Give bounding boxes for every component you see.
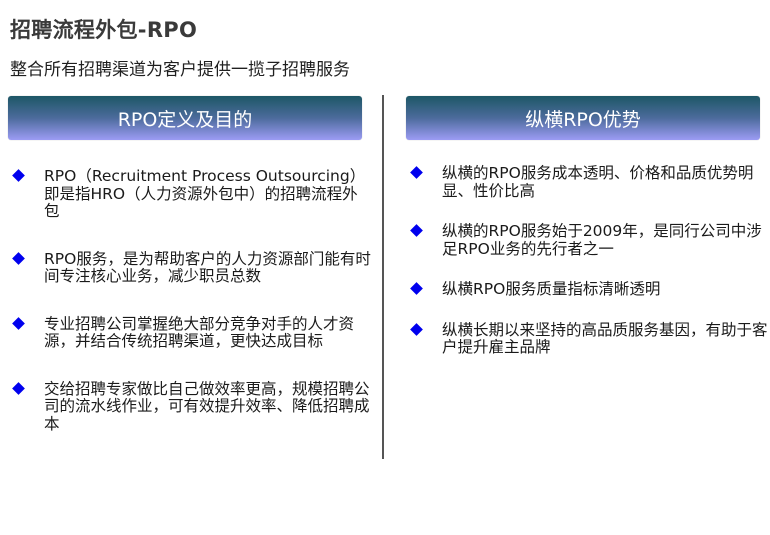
- list-item-text: RPO（Recruitment Process Outsourcing）即是指H…: [44, 167, 366, 220]
- list-item-text: 交给招聘专家做比自己做效率更高，规模招聘公司的流水线作业，可有效提升效率、降低招…: [44, 379, 370, 433]
- diamond-bullet-icon: [12, 316, 25, 330]
- list-item-text: 专业招聘公司掌握绝大部分竞争对手的人才资源，并结合传统招聘渠道，更快达成目标: [44, 314, 355, 350]
- diamond-bullet-icon: [410, 322, 423, 336]
- list-item: 纵横的RPO服务始于2009年，是同行公司中涉足RPO业务的先行者之一: [410, 222, 770, 258]
- section-header-label: 纵横RPO优势: [525, 108, 641, 131]
- list-item-text: 纵横长期以来坚持的高品质服务基因，有助于客户提升雇主品牌: [442, 320, 768, 356]
- diamond-bullet-icon: [12, 251, 25, 265]
- list-item: 专业招聘公司掌握绝大部分竞争对手的人才资源，并结合传统招聘渠道，更快达成目标: [12, 314, 372, 351]
- page-title: 招聘流程外包-RPO: [10, 18, 198, 42]
- section-header-rpo-definition: RPO定义及目的: [8, 96, 362, 140]
- list-item: 纵横长期以来坚持的高品质服务基因，有助于客户提升雇主品牌: [410, 320, 770, 357]
- list-item-text: RPO服务，是为帮助客户的人力资源部门能有时间专注核心业务，减少职员总数: [44, 249, 371, 285]
- list-item: RPO（Recruitment Process Outsourcing）即是指H…: [12, 167, 372, 221]
- diamond-bullet-icon: [410, 282, 423, 295]
- diamond-bullet-icon: [410, 224, 423, 237]
- section-header-label: RPO定义及目的: [117, 108, 253, 131]
- list-item-text: 纵横的RPO服务始于2009年，是同行公司中涉足RPO业务的先行者之一: [442, 222, 762, 258]
- list-item-text: 纵横RPO服务质量指标清晰透明: [442, 280, 661, 298]
- list-item: RPO服务，是为帮助客户的人力资源部门能有时间专注核心业务，减少职员总数: [12, 249, 372, 286]
- list-item: 纵横RPO服务质量指标清晰透明: [410, 280, 770, 299]
- diamond-bullet-icon: [12, 381, 25, 395]
- definition-list: RPO（Recruitment Process Outsourcing）即是指H…: [12, 167, 372, 463]
- list-item: 纵横的RPO服务成本透明、价格和品质优势明显、性价比高: [410, 164, 770, 200]
- advantages-list: 纵横的RPO服务成本透明、价格和品质优势明显、性价比高 纵横的RPO服务始于20…: [410, 164, 770, 380]
- list-item: 交给招聘专家做比自己做效率更高，规模招聘公司的流水线作业，可有效提升效率、降低招…: [12, 379, 372, 434]
- diamond-bullet-icon: [12, 169, 25, 182]
- diamond-bullet-icon: [410, 166, 423, 179]
- list-item-text: 纵横的RPO服务成本透明、价格和品质优势明显、性价比高: [442, 164, 754, 200]
- page-subtitle: 整合所有招聘渠道为客户提供一揽子招聘服务: [10, 60, 350, 80]
- section-header-advantages: 纵横RPO优势: [406, 96, 760, 140]
- column-divider: [382, 95, 384, 459]
